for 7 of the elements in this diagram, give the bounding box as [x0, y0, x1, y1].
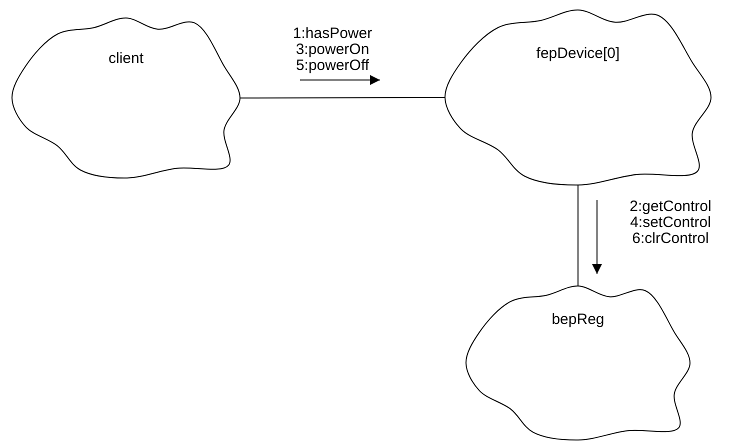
object-cloud: [445, 10, 711, 185]
object-cloud: [12, 18, 240, 178]
object-name: client: [108, 50, 144, 67]
object-cloud: [466, 286, 690, 440]
link-line: [240, 97, 446, 98]
object-name: fepDevice[0]: [536, 45, 620, 62]
object-name: bepReg: [552, 310, 604, 328]
